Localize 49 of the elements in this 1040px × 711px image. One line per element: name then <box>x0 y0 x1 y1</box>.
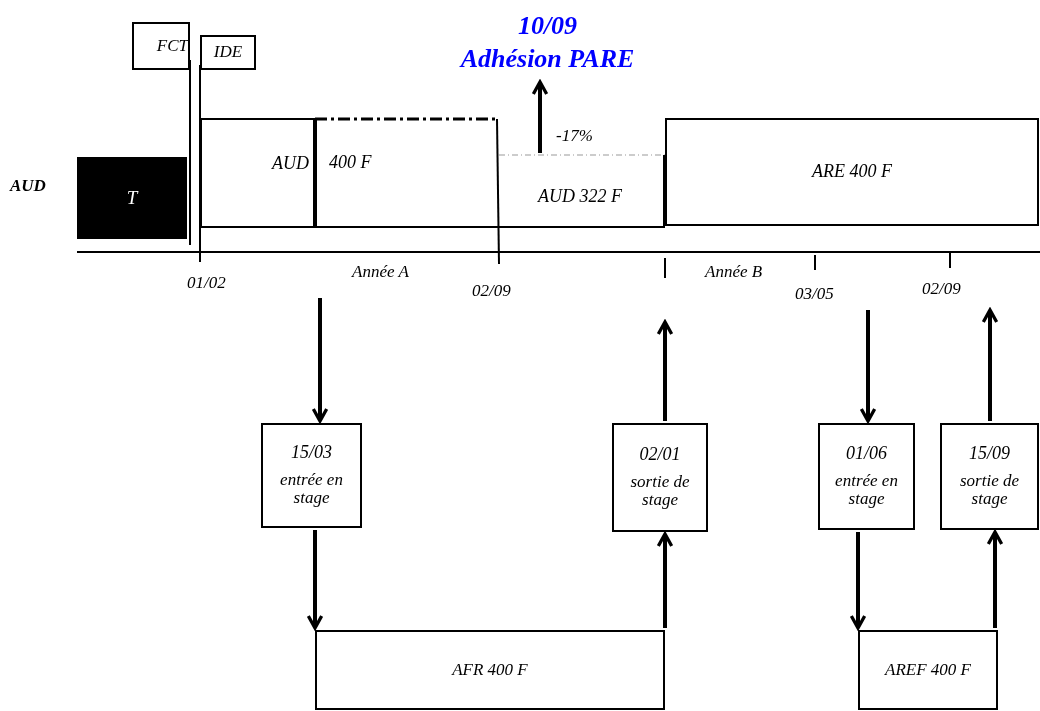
box-label: 15/09 <box>969 443 1010 464</box>
box-caption: entrée en stage <box>279 470 344 509</box>
row-label: AUD <box>10 176 46 196</box>
label-box <box>132 22 190 70</box>
event-box <box>940 423 1039 530</box>
arrow <box>849 532 867 630</box>
box-label: AREF 400 F <box>885 660 971 680</box>
box-caption: sortie de stage <box>629 472 691 511</box>
event-box <box>818 423 915 530</box>
date-label: 03/05 <box>795 284 834 304</box>
arrow <box>656 532 674 628</box>
box-caption: entrée en stage <box>834 471 899 510</box>
arrow <box>656 320 674 421</box>
date-label: 02/09 <box>472 281 511 301</box>
label-box <box>200 35 256 70</box>
benefit-bar <box>497 155 665 228</box>
date-label: 02/09 <box>922 279 961 299</box>
box-label: IDE <box>213 43 243 62</box>
box-label: 15/03 <box>291 442 332 463</box>
label-box <box>315 630 665 710</box>
percent-label: -17% <box>556 126 593 146</box>
arrow <box>986 530 1004 628</box>
year-label: Année A <box>352 262 409 282</box>
event-box <box>261 423 362 528</box>
box-label: 400 F <box>329 153 372 173</box>
box-caption: sortie de stage <box>959 471 1020 510</box>
filled-box <box>77 157 187 239</box>
box-label: AFR 400 F <box>452 660 528 680</box>
label-box <box>665 118 1039 226</box>
arrow <box>306 530 324 630</box>
date-heading: 10/09 <box>517 12 578 41</box>
arrow <box>531 80 549 153</box>
arrow <box>311 298 329 423</box>
box-label: AUD <box>272 154 309 174</box>
benefit-bar <box>315 118 497 228</box>
box-label: 01/06 <box>846 443 887 464</box>
event-box <box>612 423 708 532</box>
box-label: T <box>126 187 138 209</box>
box-label: FCT <box>156 36 188 56</box>
date-label: 01/02 <box>187 273 226 293</box>
arrow <box>981 308 999 421</box>
benefit-bar <box>200 118 315 228</box>
label-box <box>858 630 998 710</box>
box-label: ARE 400 F <box>812 162 892 182</box>
box-label: AUD 322 F <box>538 186 622 207</box>
year-label: Année B <box>705 262 763 282</box>
box-label: 02/01 <box>639 444 681 465</box>
heading-text: Adhésion PARE <box>460 45 635 74</box>
arrow <box>859 310 877 423</box>
